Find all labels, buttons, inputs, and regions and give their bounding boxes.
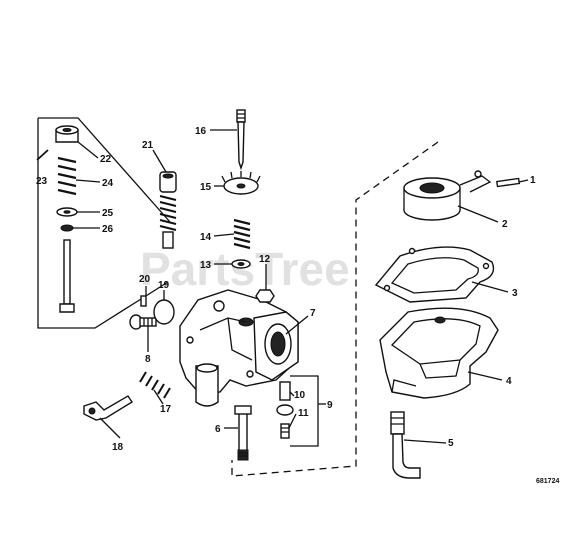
group-outline bbox=[231, 141, 439, 477]
callout-11: 11 bbox=[298, 408, 309, 419]
callout-25: 25 bbox=[102, 208, 114, 219]
part-7-carburetor-body bbox=[179, 289, 299, 407]
callout-8: 8 bbox=[145, 354, 151, 365]
part-8-screw bbox=[129, 314, 157, 330]
callout-16: 16 bbox=[195, 126, 207, 137]
part-19-disc bbox=[153, 299, 175, 325]
callout-1: 1 bbox=[530, 175, 536, 186]
inset-frame bbox=[37, 117, 171, 329]
part-5-elbow-fitting bbox=[390, 411, 421, 479]
callout-17: 17 bbox=[160, 404, 172, 415]
watermark: PartsTree bbox=[140, 243, 350, 295]
callout-6: 6 bbox=[215, 424, 221, 435]
callout-23: 23 bbox=[36, 176, 48, 187]
callout-10: 10 bbox=[294, 390, 306, 401]
part-10-jet bbox=[276, 381, 294, 416]
callout-13: 13 bbox=[200, 260, 212, 271]
part-3-gasket bbox=[374, 246, 495, 303]
part-17-spring bbox=[139, 371, 171, 399]
callout-19: 19 bbox=[158, 280, 170, 291]
callout-15: 15 bbox=[200, 182, 212, 193]
callout-2: 2 bbox=[502, 219, 508, 230]
callout-labels: 1 2 3 4 5 6 7 8 9 10 11 12 13 14 15 16 1… bbox=[36, 126, 536, 453]
callout-24: 24 bbox=[102, 178, 114, 189]
callout-9: 9 bbox=[327, 400, 333, 411]
part-15-gear bbox=[221, 171, 261, 195]
part-23-pin bbox=[36, 149, 49, 161]
callout-5: 5 bbox=[448, 438, 454, 449]
part-18-lever bbox=[83, 395, 133, 421]
callout-14: 14 bbox=[200, 232, 212, 243]
part-24-spring bbox=[57, 156, 77, 196]
callout-3: 3 bbox=[512, 288, 518, 299]
inset-rod bbox=[59, 239, 75, 313]
part-14-spring bbox=[233, 218, 251, 250]
leader-lines bbox=[73, 129, 529, 444]
callout-12: 12 bbox=[259, 254, 271, 265]
callout-4: 4 bbox=[506, 376, 512, 387]
part-6-needle-valve bbox=[234, 405, 252, 461]
callout-26: 26 bbox=[102, 224, 114, 235]
callout-7: 7 bbox=[310, 308, 316, 319]
part-13-washer bbox=[231, 259, 251, 269]
part-25-washer bbox=[56, 207, 78, 217]
part-4-float-bowl bbox=[379, 307, 499, 399]
part-20-pin bbox=[140, 295, 147, 307]
part-21-shaft bbox=[159, 171, 177, 249]
bracket-9 bbox=[290, 375, 319, 447]
part-1-pin bbox=[496, 177, 521, 188]
diagram-code: 681724 bbox=[536, 478, 559, 485]
callout-20: 20 bbox=[139, 274, 151, 285]
part-26-ring bbox=[60, 224, 74, 232]
part-22-cap bbox=[55, 125, 79, 143]
part-2-float bbox=[403, 170, 492, 221]
callout-21: 21 bbox=[142, 140, 154, 151]
part-11-plug bbox=[280, 423, 290, 439]
part-12-nut bbox=[255, 289, 275, 303]
part-16-needle-screw bbox=[236, 109, 246, 171]
callout-22: 22 bbox=[100, 154, 112, 165]
callout-18: 18 bbox=[112, 442, 124, 453]
